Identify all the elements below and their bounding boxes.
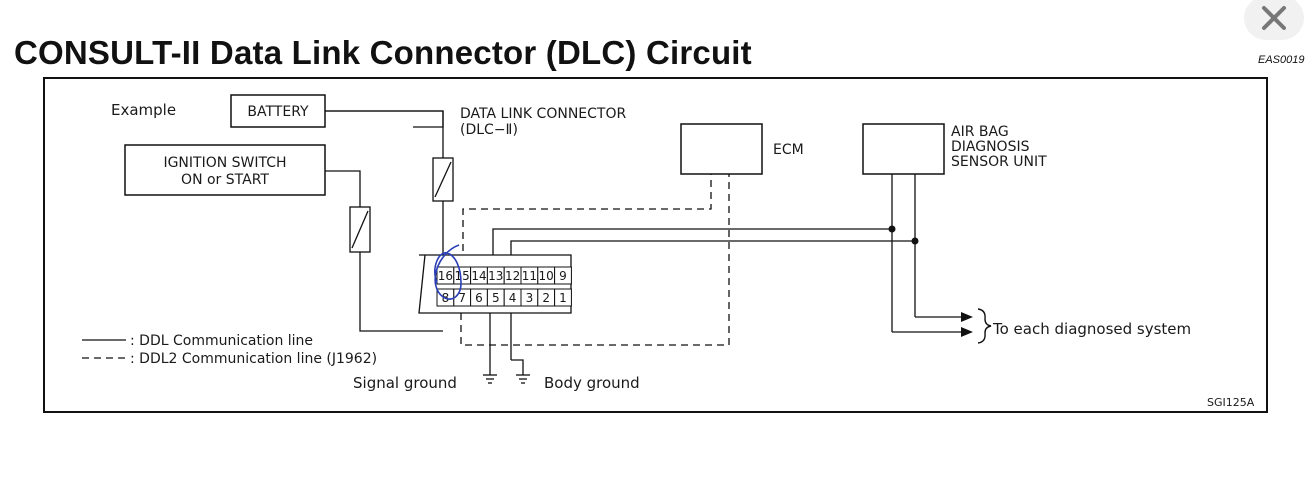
airbag-box (862, 123, 945, 175)
ignition-switch-box (124, 144, 326, 196)
fuse-symbols (349, 157, 454, 253)
connector-pin-number: 3 (526, 291, 534, 305)
connector-pin-number: 1 (559, 291, 567, 305)
connector-pin-number: 10 (539, 269, 554, 283)
battery-label: BATTERY (247, 104, 309, 120)
connector-pin-number: 13 (488, 269, 503, 283)
connector-pin-cell (554, 266, 572, 285)
legend-dashed-label: : DDL2 Communication line (J1962) (130, 351, 377, 367)
body-ground-label: Body ground (544, 374, 640, 392)
to-each-label: To each diagnosed system (992, 320, 1191, 338)
ignition-label-line1: IGNITION SWITCH (163, 155, 286, 171)
connector-pin-number: 4 (509, 291, 517, 305)
section-code: EAS0019 (1258, 54, 1305, 66)
connector-pin-number: 7 (458, 291, 466, 305)
airbag-label-line3: SENSOR UNIT (951, 154, 1047, 170)
close-icon (1262, 6, 1286, 30)
legend-solid-label: : DDL Communication line (130, 333, 313, 349)
junction-dot (888, 225, 896, 233)
connector-pin-number: 12 (505, 269, 520, 283)
circuit-diagram: Example BATTERY IGNITION SWITCH ON or ST… (43, 77, 1268, 413)
brace (977, 308, 992, 344)
dlc-label-line2: (DLC−Ⅱ) (460, 122, 518, 138)
diagram-frame (43, 77, 1268, 413)
ddl2-dashed-wires (460, 174, 730, 346)
ground-symbols (483, 360, 530, 384)
connector-pin-number: 11 (522, 269, 537, 283)
page-title: CONSULT-II Data Link Connector (DLC) Cir… (14, 34, 752, 71)
connector-pin-number: 9 (559, 269, 567, 283)
connector-pin-number: 14 (471, 269, 486, 283)
signal-ground-label: Signal ground (353, 374, 457, 392)
connector-pin-number: 6 (475, 291, 483, 305)
connector-pin-number: 2 (542, 291, 550, 305)
connector-pin-number: 15 (455, 269, 470, 283)
airbag-label-line1: AIR BAG (951, 124, 1009, 140)
airbag-label-line2: DIAGNOSIS (951, 139, 1030, 155)
ignition-label-line2: ON or START (181, 172, 269, 188)
connector-pin-number: 16 (438, 269, 453, 283)
battery-box (230, 94, 326, 128)
annotation-circle (434, 244, 462, 300)
connector-pin-number: 5 (492, 291, 500, 305)
figure-id: SGI125A (1207, 396, 1255, 409)
ddl-solid-wires (325, 110, 961, 375)
dlc-label-line1: DATA LINK CONNECTOR (460, 106, 626, 122)
arrow-heads (961, 312, 973, 337)
ecm-box (680, 123, 763, 175)
example-label: Example (111, 101, 176, 119)
junction-dot (911, 237, 919, 245)
connector-pin-cell (554, 288, 572, 307)
close-button[interactable] (1244, 0, 1304, 40)
ecm-label: ECM (773, 142, 804, 158)
